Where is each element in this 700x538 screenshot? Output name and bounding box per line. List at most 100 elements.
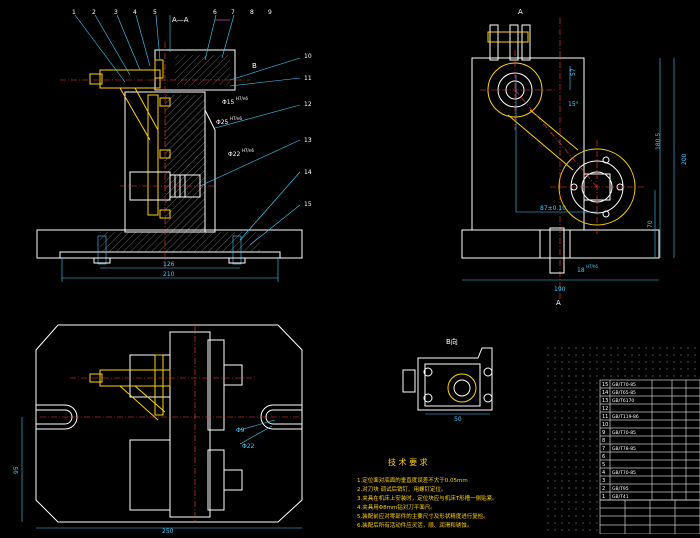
grid-dot: [596, 522, 598, 524]
grid-dot: [596, 375, 598, 377]
grid-dot: [589, 508, 591, 510]
fit-dim-3: Φ22: [228, 151, 241, 158]
plan-dim-250: 250: [162, 528, 174, 534]
grid-dot: [596, 354, 598, 356]
grid-dot: [575, 403, 577, 405]
grid-dot: [610, 347, 612, 349]
grid-dot: [589, 529, 591, 531]
grid-dot: [596, 501, 598, 503]
grid-dot: [561, 347, 563, 349]
grid-dot: [582, 466, 584, 468]
grid-dot: [596, 459, 598, 461]
grid-dot: [645, 375, 647, 377]
bom-row-code: GB/T70-85: [612, 430, 636, 436]
grid-dot: [631, 368, 633, 370]
grid-dot: [547, 473, 549, 475]
side-dim-18-tol: H7/h6: [586, 264, 598, 269]
grid-dot: [575, 529, 577, 531]
grid-dot: [624, 375, 626, 377]
grid-dot: [596, 417, 598, 419]
grid-dot: [547, 382, 549, 384]
grid-dot: [596, 494, 598, 496]
grid-dot: [589, 466, 591, 468]
grid-dot: [589, 396, 591, 398]
grid-dot: [589, 347, 591, 349]
grid-dot: [547, 480, 549, 482]
grid-dot: [596, 382, 598, 384]
title-block-grid: [547, 347, 696, 531]
grid-dot: [575, 431, 577, 433]
grid-dot: [687, 368, 689, 370]
grid-dot: [596, 452, 598, 454]
grid-dot: [547, 375, 549, 377]
grid-dot: [582, 473, 584, 475]
grid-dot: [561, 473, 563, 475]
grid-dot: [561, 515, 563, 517]
grid-dot: [666, 368, 668, 370]
grid-dot: [680, 361, 682, 363]
grid-dot: [568, 466, 570, 468]
grid-dot: [547, 452, 549, 454]
grid-dot: [582, 529, 584, 531]
grid-dot: [673, 354, 675, 356]
grid-dot: [680, 347, 682, 349]
grid-dot: [575, 452, 577, 454]
grid-dot: [603, 347, 605, 349]
grid-dot: [582, 487, 584, 489]
grid-dot: [617, 361, 619, 363]
bom-row-number: 9: [602, 430, 605, 436]
grid-dot: [554, 445, 556, 447]
grid-dot: [589, 368, 591, 370]
grid-dot: [589, 389, 591, 391]
grid-dot: [575, 417, 577, 419]
bom-row-number: 15: [602, 382, 608, 388]
fit-dim-1-tol: H7/n6: [236, 96, 248, 101]
fit-dim-2-tol: H7/n6: [230, 116, 242, 121]
grid-dot: [687, 375, 689, 377]
grid-dot: [596, 473, 598, 475]
grid-dot: [575, 501, 577, 503]
grid-dot: [582, 375, 584, 377]
technical-requirements: 技 术 要 求 1.定位面对底面的垂直度误差不大于0.05mm 2.对刀块 调试…: [357, 457, 498, 529]
grid-dot: [568, 361, 570, 363]
grid-dot: [547, 368, 549, 370]
grid-dot: [561, 494, 563, 496]
grid-dot: [596, 529, 598, 531]
bom-row-number: 14: [602, 390, 608, 396]
bom-row-number: 7: [602, 446, 605, 452]
side-dim-200: 200: [681, 153, 688, 165]
part-number-5: 5: [153, 9, 157, 16]
grid-dot: [589, 431, 591, 433]
grid-dot: [575, 487, 577, 489]
side-view-a: [461, 18, 675, 300]
grid-dot: [568, 403, 570, 405]
plan-dim-phi22: Φ22: [242, 443, 255, 450]
grid-dot: [568, 410, 570, 412]
grid-dot: [582, 382, 584, 384]
grid-dot: [568, 438, 570, 440]
tech-line-1: 1.定位面对底面的垂直度误差不大于0.05mm: [357, 476, 468, 484]
grid-dot: [561, 361, 563, 363]
grid-dot: [568, 389, 570, 391]
grid-dot: [589, 382, 591, 384]
grid-dot: [547, 466, 549, 468]
grid-dot: [687, 354, 689, 356]
view-a-top-label: A: [518, 8, 523, 16]
grid-dot: [561, 410, 563, 412]
grid-dot: [561, 466, 563, 468]
front-dim-126: 126: [163, 261, 175, 268]
grid-dot: [638, 361, 640, 363]
bom-row-code: GB/T6170: [612, 398, 634, 404]
grid-dot: [554, 473, 556, 475]
grid-dot: [568, 382, 570, 384]
grid-dot: [554, 494, 556, 496]
bom-row-number: 3: [602, 478, 605, 484]
part-number-7: 7: [231, 9, 235, 16]
grid-dot: [666, 354, 668, 356]
grid-dot: [575, 473, 577, 475]
grid-dot: [582, 361, 584, 363]
grid-dot: [568, 522, 570, 524]
grid-dot: [547, 529, 549, 531]
grid-dot: [617, 354, 619, 356]
